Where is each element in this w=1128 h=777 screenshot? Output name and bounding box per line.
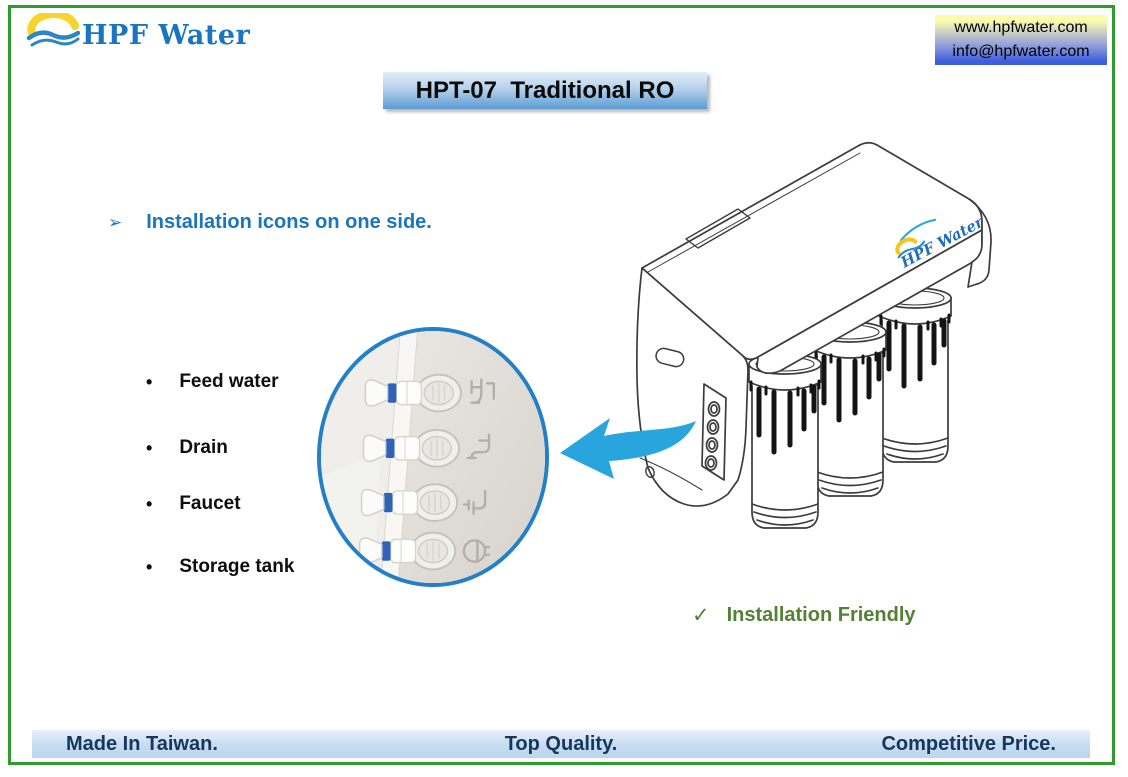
faucet-icon <box>462 489 487 516</box>
website-url: www.hpfwater.com <box>954 19 1088 36</box>
screw-hole <box>645 465 655 479</box>
list-item-label: Faucet <box>179 493 241 514</box>
drain-icon <box>466 433 491 460</box>
check-icon: ✓ <box>692 604 710 627</box>
footer-bar: Made In Taiwan. Top Quality. Competitive… <box>32 730 1090 758</box>
feature-callout: ✓ Installation Friendly <box>692 603 916 628</box>
feed-water-icon <box>470 378 495 404</box>
page-title: HPT-07 Traditional RO <box>383 72 707 109</box>
water-swoosh-icon <box>26 10 81 58</box>
contact-box: www.hpfwater.com info@hpfwater.com <box>935 15 1107 65</box>
page-border <box>8 5 1115 765</box>
list-item-label: Drain <box>179 437 228 458</box>
hood-right-tab <box>967 198 992 288</box>
filter-cartridge <box>749 354 821 528</box>
list-item-drain: • Drain <box>146 437 228 459</box>
list-item-storage-tank: • Storage tank <box>146 556 294 578</box>
handle-slot <box>655 347 685 368</box>
company-logo-text: HPF Water <box>82 20 251 51</box>
company-logo: HPF Water <box>26 10 251 58</box>
feature-callout-text: Installation Friendly <box>726 604 916 626</box>
storage-tank-icon <box>462 539 491 563</box>
list-item-label: Storage tank <box>179 556 295 577</box>
list-item-faucet: • Faucet <box>146 493 241 515</box>
fittings-detail-photo <box>317 327 549 587</box>
footer-made-in-taiwan: Made In Taiwan. <box>66 732 218 755</box>
bullet-icon: • <box>146 556 153 577</box>
bullet-icon: • <box>146 371 153 392</box>
footer-top-quality: Top Quality. <box>504 732 618 755</box>
ro-system-drawing: HPF Water <box>600 128 1070 573</box>
feature-heading: ➢ Installation icons on one side. <box>108 211 432 234</box>
list-item-feed-water: • Feed water <box>146 371 279 393</box>
filter-cartridge <box>814 322 886 496</box>
contact-email: info@hpfwater.com <box>952 43 1090 60</box>
side-fittings <box>704 401 721 471</box>
feature-heading-text: Installation icons on one side. <box>146 211 432 233</box>
bullet-icon: • <box>146 493 153 514</box>
filter-cartridge <box>879 288 951 462</box>
label-slot <box>685 208 751 249</box>
list-item-label: Feed water <box>179 371 279 392</box>
footer-competitive-price: Competitive Price. <box>881 732 1056 755</box>
callout-arrow-icon <box>552 408 712 488</box>
bullet-icon: • <box>146 437 153 458</box>
arrowhead-bullet-icon: ➢ <box>108 212 123 232</box>
